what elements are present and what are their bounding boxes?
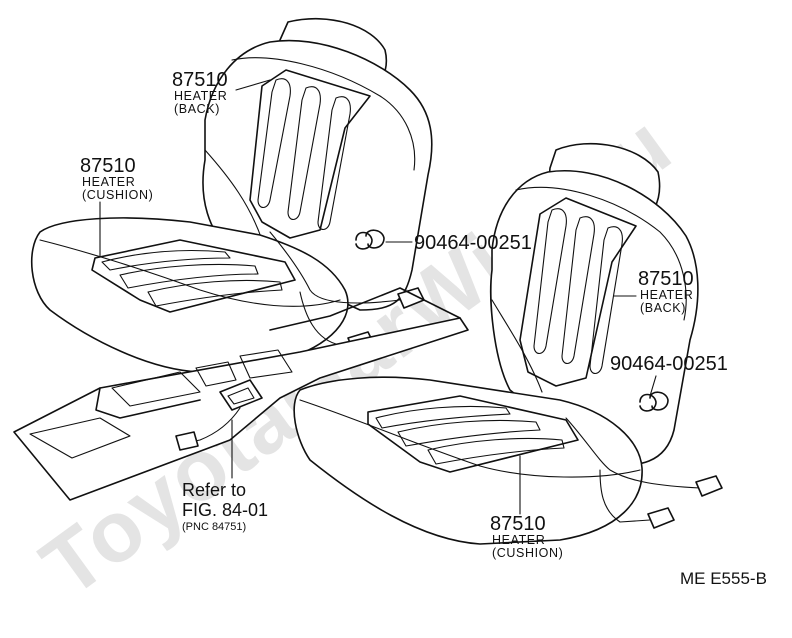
reference-pnc: (PNC 84751) [182, 521, 246, 533]
part-number: 90464-00251 [610, 353, 728, 375]
part-name: HEATER [492, 533, 545, 547]
callout-reference: Refer to FIG. 84-01 (PNC 84751) [182, 480, 268, 533]
part-name: HEATER [174, 89, 227, 103]
part-number: 87510 [490, 513, 546, 535]
right-seat [293, 142, 723, 545]
right-back-heater-element [519, 197, 637, 387]
part-number: 87510 [80, 155, 136, 177]
part-name-detail: (BACK) [174, 102, 220, 116]
part-name: HEATER [640, 288, 693, 302]
reference-figure: FIG. 84-01 [182, 500, 268, 520]
leader-lines [99, 79, 657, 515]
right-cushion-heater-element [367, 395, 579, 473]
console-heater-switch [219, 379, 263, 411]
callout-back-heater-left: 87510 HEATER (BACK) [172, 69, 228, 116]
part-name-detail: (CUSHION) [492, 546, 563, 560]
left-cushion-heater-element [91, 239, 296, 313]
callout-clip-upper: 90464-00251 [414, 232, 532, 254]
left-clip-part [355, 229, 385, 250]
callout-clip-right: 90464-00251 [610, 353, 728, 375]
part-name-detail: (CUSHION) [82, 188, 153, 202]
center-console [13, 287, 469, 501]
diagram-code: ME E555-B [680, 569, 767, 588]
right-clip-part [639, 391, 669, 412]
callout-cushion-heater-right: 87510 HEATER (CUSHION) [490, 513, 563, 560]
reference-label: Refer to [182, 480, 246, 500]
callout-cushion-heater-left: 87510 HEATER (CUSHION) [80, 155, 153, 202]
part-number: 87510 [172, 69, 228, 91]
part-name: HEATER [82, 175, 135, 189]
left-back-heater-element [249, 69, 371, 239]
part-number: 90464-00251 [414, 232, 532, 254]
part-name-detail: (BACK) [640, 301, 686, 315]
left-seat [30, 18, 433, 373]
callout-back-heater-right: 87510 HEATER (BACK) [638, 268, 694, 315]
part-number: 87510 [638, 268, 694, 290]
